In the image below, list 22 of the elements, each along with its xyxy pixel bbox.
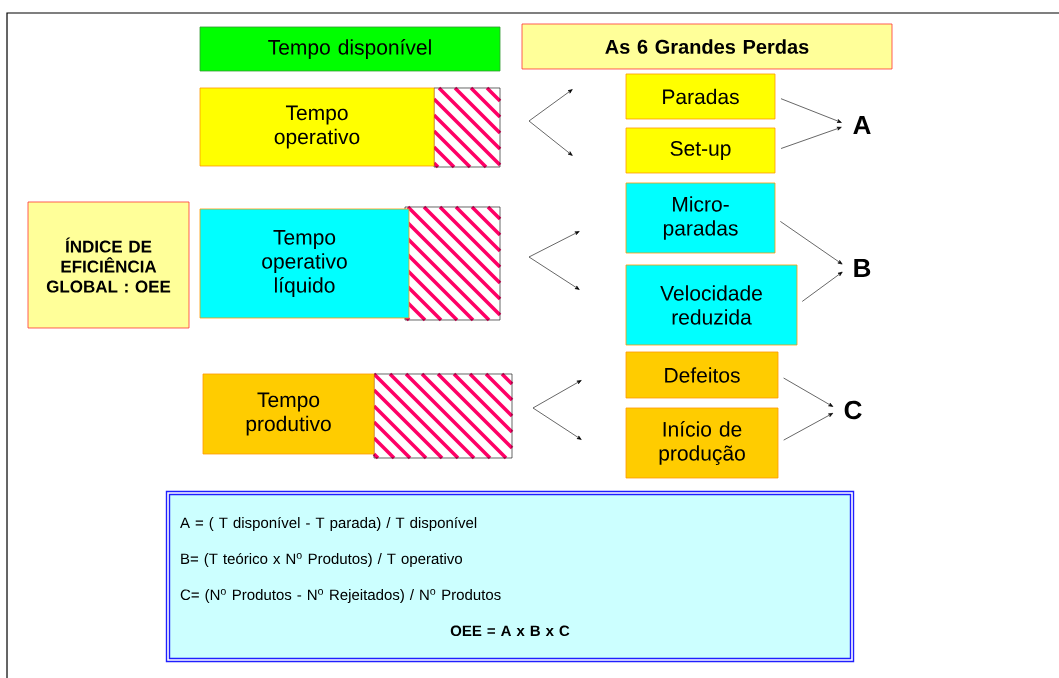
loss-box: Início de produção — [625, 407, 779, 479]
loss-box: Paradas — [625, 73, 776, 120]
arrow — [780, 221, 843, 265]
group-letter: B — [854, 259, 871, 277]
formula-box: A = ( T disponível - T parada) / T disponível B= (T teórico x N$^{o}$ Produtos) / T operativo C= (N$^{o}$ Produtos - N$^{o}$ Rejeitados) / N$^{o}$ Produtos OEE = A x B x C — [165, 490, 855, 663]
arrow — [783, 412, 834, 441]
group-letter: C — [844, 400, 862, 420]
group-letter: A — [853, 116, 871, 134]
arrow — [780, 98, 842, 123]
time-bar: Tempo operativo — [199, 87, 435, 167]
loss-box: Micro- paradas — [625, 182, 776, 254]
loss-box: Velocidade reduzida — [625, 264, 798, 346]
time-bar: Tempo produtivo — [202, 373, 375, 455]
loss-box: Set-up — [625, 127, 776, 174]
arrow — [780, 126, 842, 149]
header-box: As 6 Grandes Perdas — [521, 23, 893, 70]
time-bar: Tempo disponível — [199, 26, 501, 72]
arrow — [783, 377, 834, 407]
loss-box: Defeitos — [625, 351, 779, 399]
time-bar: Tempo operativo líquido — [199, 208, 410, 319]
arrow — [801, 271, 843, 302]
index-box: ÍNDICE DE EFICIÊNCIA GLOBAL : OEE — [27, 201, 190, 329]
